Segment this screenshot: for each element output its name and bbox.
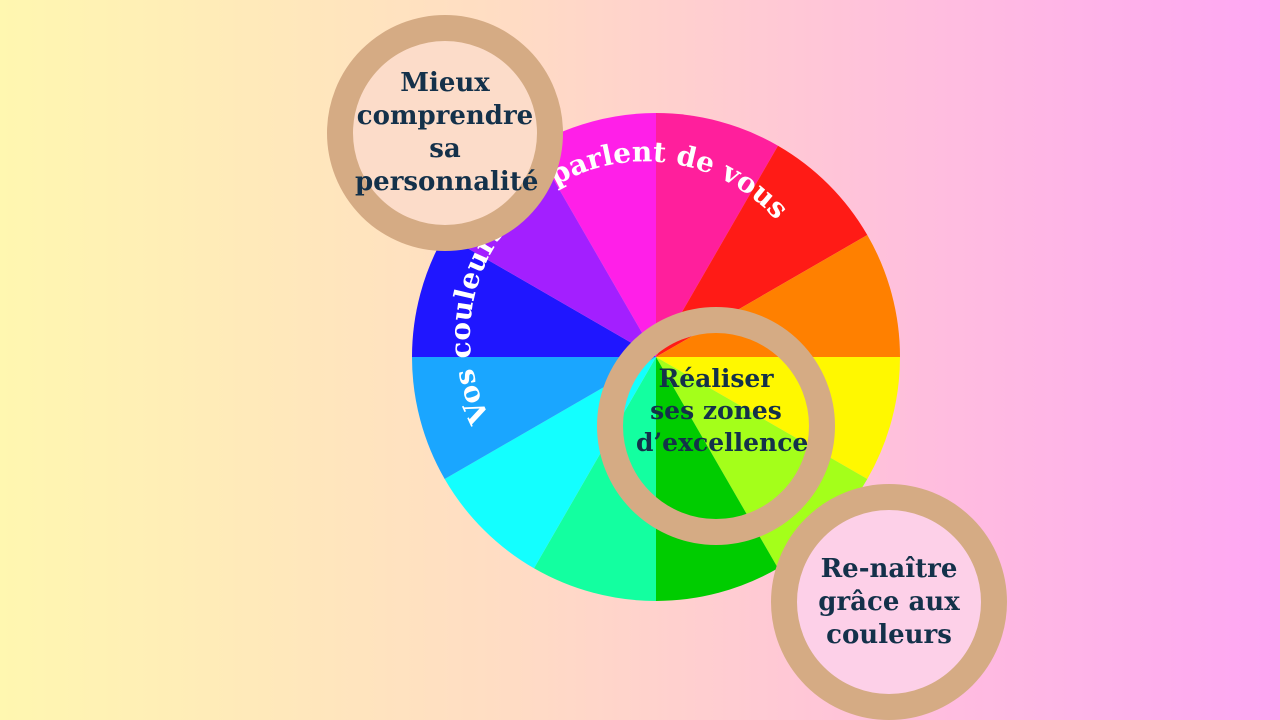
ring-right-label: Re-naître grâce aux couleurs [818,553,960,650]
ring-center: Réaliser ses zones d’excellence [597,307,835,545]
ring-left-label: Mieux comprendre sa personnalité [355,68,539,197]
ring-right: Re-naître grâce aux couleurs [771,484,1007,720]
ring-left: Mieux comprendre sa personnalité [327,15,563,251]
wheel-segment [412,357,656,479]
ring-center-label: Réaliser ses zones d’excellence [636,364,809,457]
wheel-segment [412,235,656,357]
wheel-segment [534,113,656,357]
wheel-segment [656,113,778,357]
wheel-segment [656,145,868,357]
